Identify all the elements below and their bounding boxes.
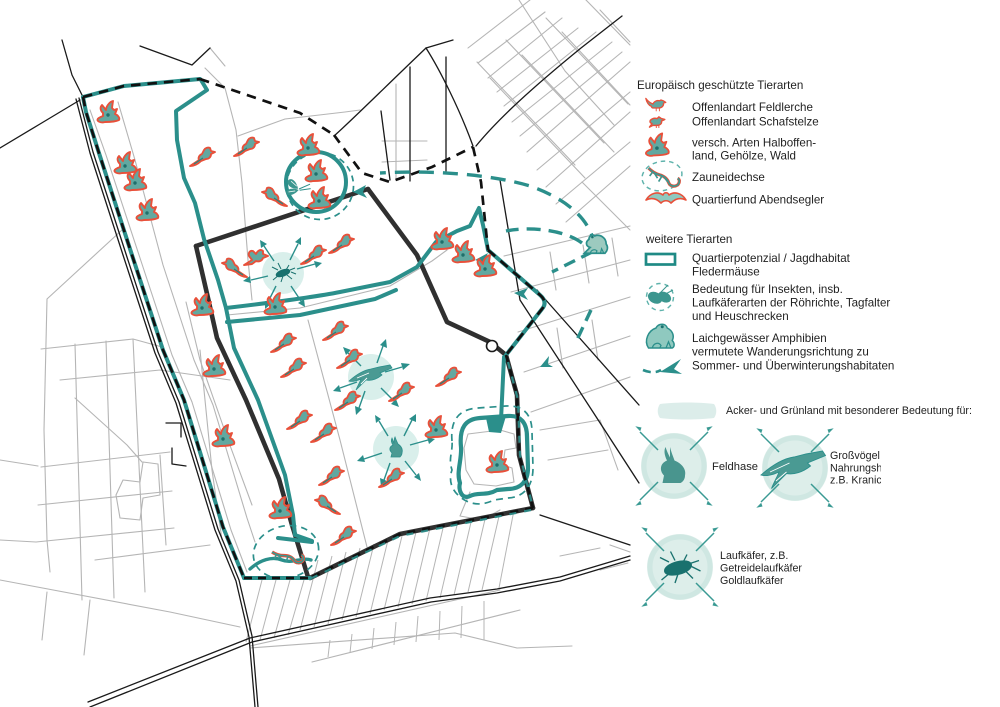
- svg-text:Laichgewässer Amphibien: Laichgewässer Amphibien: [692, 332, 827, 345]
- svg-text:vermutete Wanderungsrichtung z: vermutete Wanderungsrichtung zu: [692, 346, 869, 359]
- svg-text:Getreidelaufkäfer: Getreidelaufkäfer: [720, 563, 802, 575]
- svg-text:Sommer- und Überwinterungshabi: Sommer- und Überwinterungshabitaten: [692, 360, 894, 373]
- svg-text:Feldhase: Feldhase: [712, 461, 758, 473]
- svg-text:Offenlandart Schafstelze: Offenlandart Schafstelze: [692, 116, 819, 129]
- svg-text:weitere Tierarten: weitere Tierarten: [645, 233, 732, 246]
- svg-text:versch. Arten Halboffen-: versch. Arten Halboffen-: [692, 137, 816, 150]
- svg-text:Nahrungshabitat: Nahrungshabitat: [830, 463, 908, 475]
- svg-text:Fledermäuse: Fledermäuse: [692, 266, 760, 279]
- svg-text:land, Gehölze, Wald: land, Gehölze, Wald: [692, 150, 796, 163]
- svg-text:Europäisch geschützte Tierarte: Europäisch geschützte Tierarten: [637, 79, 803, 92]
- svg-text:Großvögel: Großvögel: [830, 450, 880, 462]
- svg-text:Zauneidechse: Zauneidechse: [692, 171, 765, 184]
- svg-text:z.B. Kraniche: z.B. Kraniche: [830, 475, 894, 487]
- svg-text:Offenlandart Feldlerche: Offenlandart Feldlerche: [692, 101, 813, 114]
- svg-text:Acker- und Grünland mit besond: Acker- und Grünland mit besonderer Bedeu…: [726, 405, 972, 417]
- svg-text:und Heuschrecken: und Heuschrecken: [692, 310, 789, 323]
- svg-text:Laufkäferarten der Röhrichte,: Laufkäferarten der Röhrichte, Tagfalter: [692, 297, 890, 310]
- svg-text:Bedeutung für Insekten, insb.: Bedeutung für Insekten, insb.: [692, 283, 843, 296]
- svg-text:Quartierpotenzial / Jagdhabita: Quartierpotenzial / Jagdhabitat: [692, 252, 851, 265]
- svg-text:Quartierfund Abendsegler: Quartierfund Abendsegler: [692, 194, 824, 207]
- svg-text:Laufkäfer, z.B.: Laufkäfer, z.B.: [720, 550, 788, 562]
- svg-text:Goldlaufkäfer: Goldlaufkäfer: [720, 575, 784, 587]
